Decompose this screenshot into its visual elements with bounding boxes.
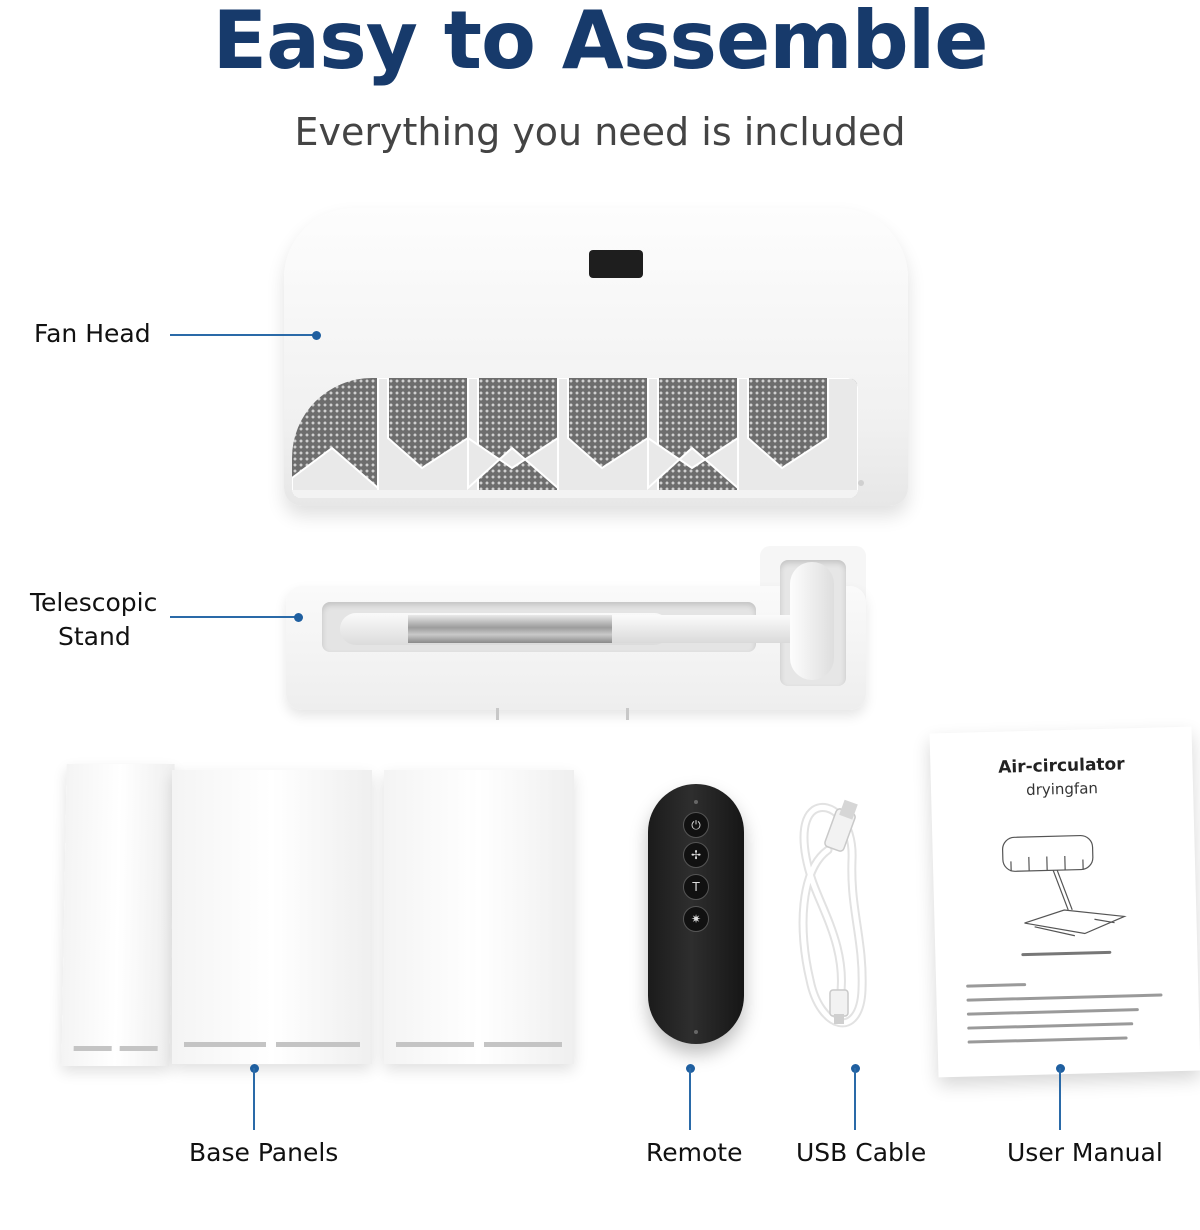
- manual-section-heading: [935, 949, 1197, 959]
- panel-slot: [119, 1046, 158, 1051]
- callout-dot-fan-head: [312, 331, 321, 340]
- page-subtitle: Everything you need is included: [294, 110, 906, 154]
- label-telescopic-line1: Telescopic: [30, 588, 158, 617]
- fan-power-button: [589, 250, 643, 278]
- manual-text-line: [966, 983, 1027, 988]
- base-panel: [384, 770, 574, 1064]
- fan-speed-icon: ✢: [683, 842, 709, 868]
- tray-notch: [626, 708, 629, 720]
- callout-line-user-manual: [1059, 1068, 1061, 1130]
- panel-slot: [276, 1042, 360, 1047]
- base-panel: [61, 764, 175, 1066]
- manual-text-line: [967, 1036, 1128, 1044]
- callout-dot-stand: [294, 613, 303, 622]
- light-icon: ✷: [683, 906, 709, 932]
- user-manual-booklet: Air-circulator dryingfan: [929, 726, 1200, 1078]
- panel-slot: [184, 1042, 266, 1047]
- usb-cable-icon: [798, 799, 867, 1028]
- panel-slot: [73, 1046, 112, 1051]
- label-remote: Remote: [646, 1138, 743, 1167]
- remote-control: ⏻ ✢ T ✷: [648, 784, 744, 1044]
- power-icon: ⏻: [683, 812, 709, 838]
- manual-heading-line: [1021, 950, 1112, 957]
- manual-subtitle: dryingfan: [1025, 779, 1099, 799]
- label-telescopic-line2: Stand: [58, 622, 131, 651]
- stand-pole-metal: [408, 615, 616, 643]
- usb-cable-image: [790, 790, 880, 1054]
- panel-slot: [484, 1042, 562, 1047]
- stand-pole-arm: [612, 615, 808, 643]
- callout-line-usb-cable: [854, 1068, 856, 1130]
- fan-head-grille: [292, 378, 858, 498]
- manual-text-line: [966, 1008, 1139, 1016]
- page-title: Easy to Assemble: [212, 0, 988, 87]
- label-usb-cable: USB Cable: [796, 1138, 927, 1167]
- timer-icon: T: [683, 874, 709, 900]
- stand-pole-head: [790, 562, 834, 680]
- callout-line-fan-head: [170, 334, 316, 336]
- remote-bottom-dot: [694, 1030, 698, 1034]
- tray-notch: [496, 708, 499, 720]
- label-base-panels: Base Panels: [189, 1138, 339, 1167]
- panel-slot: [396, 1042, 474, 1047]
- label-telescopic-stand: Telescopic Stand: [30, 586, 157, 654]
- callout-line-stand: [170, 616, 298, 618]
- callout-line-base-panels: [253, 1068, 255, 1130]
- base-panel: [172, 770, 372, 1064]
- fan-indicator-light: [858, 480, 864, 486]
- manual-title: Air-circulator: [997, 754, 1125, 778]
- label-fan-head: Fan Head: [34, 319, 151, 348]
- fan-grille-vanes: [292, 378, 858, 498]
- callout-line-remote: [689, 1068, 691, 1130]
- label-user-manual: User Manual: [1007, 1138, 1163, 1167]
- manual-text-line: [967, 1022, 1134, 1030]
- fan-illustration-icon: [1002, 834, 1127, 937]
- manual-text-line: [966, 993, 1163, 1002]
- remote-ir-dot: [694, 800, 698, 804]
